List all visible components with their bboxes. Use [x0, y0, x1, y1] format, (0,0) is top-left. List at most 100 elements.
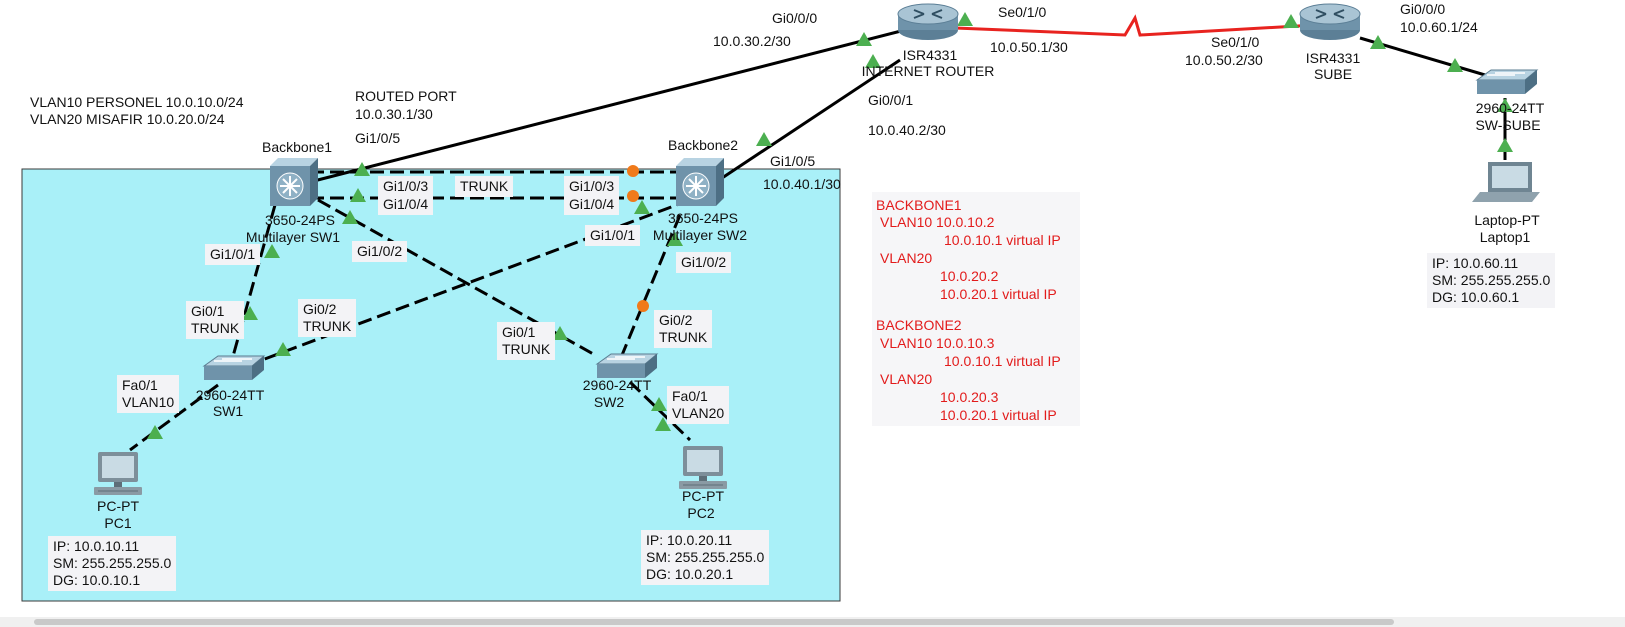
info-sm: SM: 255.255.255.0 [646, 549, 765, 565]
switch-icon-sw1[interactable] [203, 355, 265, 381]
legend-vlan20: VLAN20 MISAFIR 10.0.20.0/24 [30, 111, 225, 127]
port-label: Se0/1/0 [998, 4, 1047, 20]
note-bb1-vlan10: VLAN10 10.0.10.2 [880, 214, 995, 230]
device-title-label: Backbone2 [668, 137, 739, 153]
pc-icon-pc2[interactable] [678, 445, 728, 490]
link-bb1-sw1 [230, 204, 277, 361]
device-name-label: SW2 [593, 394, 625, 410]
port-label: Gi1/0/5 [770, 153, 816, 169]
routed-port-title: ROUTED PORT [355, 88, 457, 104]
routed-port-ip: 10.0.30.1/30 [355, 106, 433, 122]
note-bb2-title: BACKBONE2 [876, 317, 962, 333]
port-ip-label: 10.0.60.1/24 [1400, 19, 1478, 35]
switch-icon-sw2[interactable] [596, 353, 658, 379]
status-up-icon [1283, 14, 1299, 28]
port-label: Se0/1/0 [1211, 34, 1260, 50]
port-label: Gi1/0/3 [564, 176, 620, 197]
scrollbar-thumb[interactable] [34, 619, 1394, 625]
port-label: Gi0/0/0 [772, 10, 818, 26]
port-label: Gi0/2 [303, 301, 337, 317]
trunk-label: TRUNK [455, 176, 514, 197]
status-blocked-icon [627, 165, 639, 177]
port-ip-label: 10.0.30.2/30 [713, 33, 791, 49]
port-label: Fa0/1 [672, 388, 708, 404]
legend-vlan10: VLAN10 PERSONEL 10.0.10.0/24 [30, 94, 244, 110]
info-dg: DG: 10.0.10.1 [53, 572, 141, 588]
device-model-label: 2960-24TT [195, 387, 265, 403]
port-label: Fa0/1 [122, 377, 158, 393]
device-name-label: SW-SUBE [1475, 117, 1541, 133]
info-ip: IP: 10.0.20.11 [646, 532, 733, 548]
link-sw1-pc1 [129, 383, 219, 452]
device-model-label: PC-PT [682, 488, 724, 504]
device-name-label: PC2 [687, 505, 715, 521]
port-ip-label: 10.0.50.2/30 [1185, 52, 1263, 68]
status-blocked-icon [627, 190, 639, 202]
pc1-ip-info: IP: 10.0.10.11 SM: 255.255.255.0 DG: 10.… [48, 536, 177, 591]
info-dg: DG: 10.0.20.1 [646, 566, 734, 582]
device-name-label: Multilayer SW2 [652, 227, 748, 243]
note-bb2-vlan20: VLAN20 [880, 371, 933, 387]
port-label: Gi1/0/1 [205, 244, 261, 265]
device-name-label: SW1 [212, 403, 244, 419]
laptop-icon-laptop1[interactable] [1472, 162, 1540, 202]
note-bb1-vlan20-vip: 10.0.20.1 virtual IP [940, 286, 1057, 302]
port-label: Gi1/0/4 [564, 194, 620, 215]
port-label: Gi1/0/2 [676, 252, 732, 273]
mlsw-icon-backbone1[interactable] [269, 157, 319, 207]
device-model-label: 2960-24TT [582, 377, 652, 393]
device-model-label: PC-PT [97, 498, 139, 514]
serial-link [954, 14, 1316, 37]
pc2-ip-info: IP: 10.0.20.11 SM: 255.255.255.0 DG: 10.… [641, 530, 770, 585]
device-model-label: Laptop-PT [1474, 212, 1540, 228]
device-name-label: Multilayer SW1 [245, 229, 341, 245]
note-bb2-vlan20-ip: 10.0.20.3 [940, 389, 999, 405]
port-label: Gi0/1 [191, 303, 225, 319]
port-vlan: VLAN10 [122, 394, 175, 410]
device-name-label: PC1 [104, 515, 132, 531]
device-model-label: ISR4331 [902, 47, 958, 63]
info-dg: DG: 10.0.60.1 [1432, 289, 1520, 305]
link-bb2-inetrouter [709, 58, 901, 188]
port-label-sw2-fa01: Fa0/1 VLAN20 [667, 386, 730, 424]
port-label: Gi0/2 [659, 312, 693, 328]
info-ip: IP: 10.0.10.11 [53, 538, 140, 554]
port-ip-label: 10.0.40.1/30 [763, 176, 841, 192]
note-bb1-vlan20: VLAN20 [880, 250, 933, 266]
note-bb1-title: BACKBONE1 [876, 197, 962, 213]
port-label-sw2-gi01: Gi0/1 TRUNK [497, 322, 556, 360]
router-icon-sube[interactable] [1299, 3, 1361, 41]
laptop-ip-info: IP: 10.0.60.11 SM: 255.255.255.0 DG: 10.… [1427, 253, 1556, 308]
port-label-sw1-gi01: Gi0/1 TRUNK [186, 301, 245, 339]
port-label: Gi1/0/3 [378, 176, 434, 197]
status-up-icon [756, 132, 772, 146]
hsrp-note: BACKBONE1 VLAN10 10.0.10.2 10.0.10.1 vir… [872, 192, 1080, 426]
link-sw2-pc2 [628, 380, 692, 442]
port-label-sw1-gi02: Gi0/2 TRUNK [298, 299, 357, 337]
port-label: Gi0/0/1 [868, 92, 914, 108]
device-model-label: 2960-24TT [1475, 100, 1545, 116]
device-name-label: INTERNET ROUTER [861, 63, 995, 79]
switch-icon-swsube[interactable] [1476, 69, 1538, 95]
link-bb2-sw2 [618, 214, 682, 361]
port-label-sw1-fa01: Fa0/1 VLAN10 [117, 375, 180, 413]
note-bb1-vlan10-vip: 10.0.10.1 virtual IP [944, 232, 1061, 248]
port-vlan: VLAN20 [672, 405, 725, 421]
port-label: Gi1/0/2 [352, 241, 408, 262]
note-bb2-vlan20-vip: 10.0.20.1 virtual IP [940, 407, 1057, 423]
device-name-label: SUBE [1313, 66, 1353, 82]
router-icon-internet[interactable] [897, 3, 959, 41]
port-mode: TRUNK [502, 341, 551, 357]
note-bb2-vlan10: VLAN10 10.0.10.3 [880, 335, 995, 351]
port-label: Gi0/0/0 [1400, 1, 1446, 17]
pc-icon-pc1[interactable] [93, 451, 143, 496]
info-sm: SM: 255.255.255.0 [1432, 272, 1551, 288]
info-ip: IP: 10.0.60.11 [1432, 255, 1519, 271]
port-label: Gi1/0/4 [378, 194, 434, 215]
port-mode: TRUNK [303, 318, 352, 334]
port-label: Gi1/0/1 [585, 225, 641, 246]
port-label: Gi0/1 [502, 324, 536, 340]
device-title-label: Backbone1 [262, 139, 333, 155]
device-model-label: 3650-24PS [667, 210, 739, 226]
mlsw-icon-backbone2[interactable] [675, 157, 725, 207]
